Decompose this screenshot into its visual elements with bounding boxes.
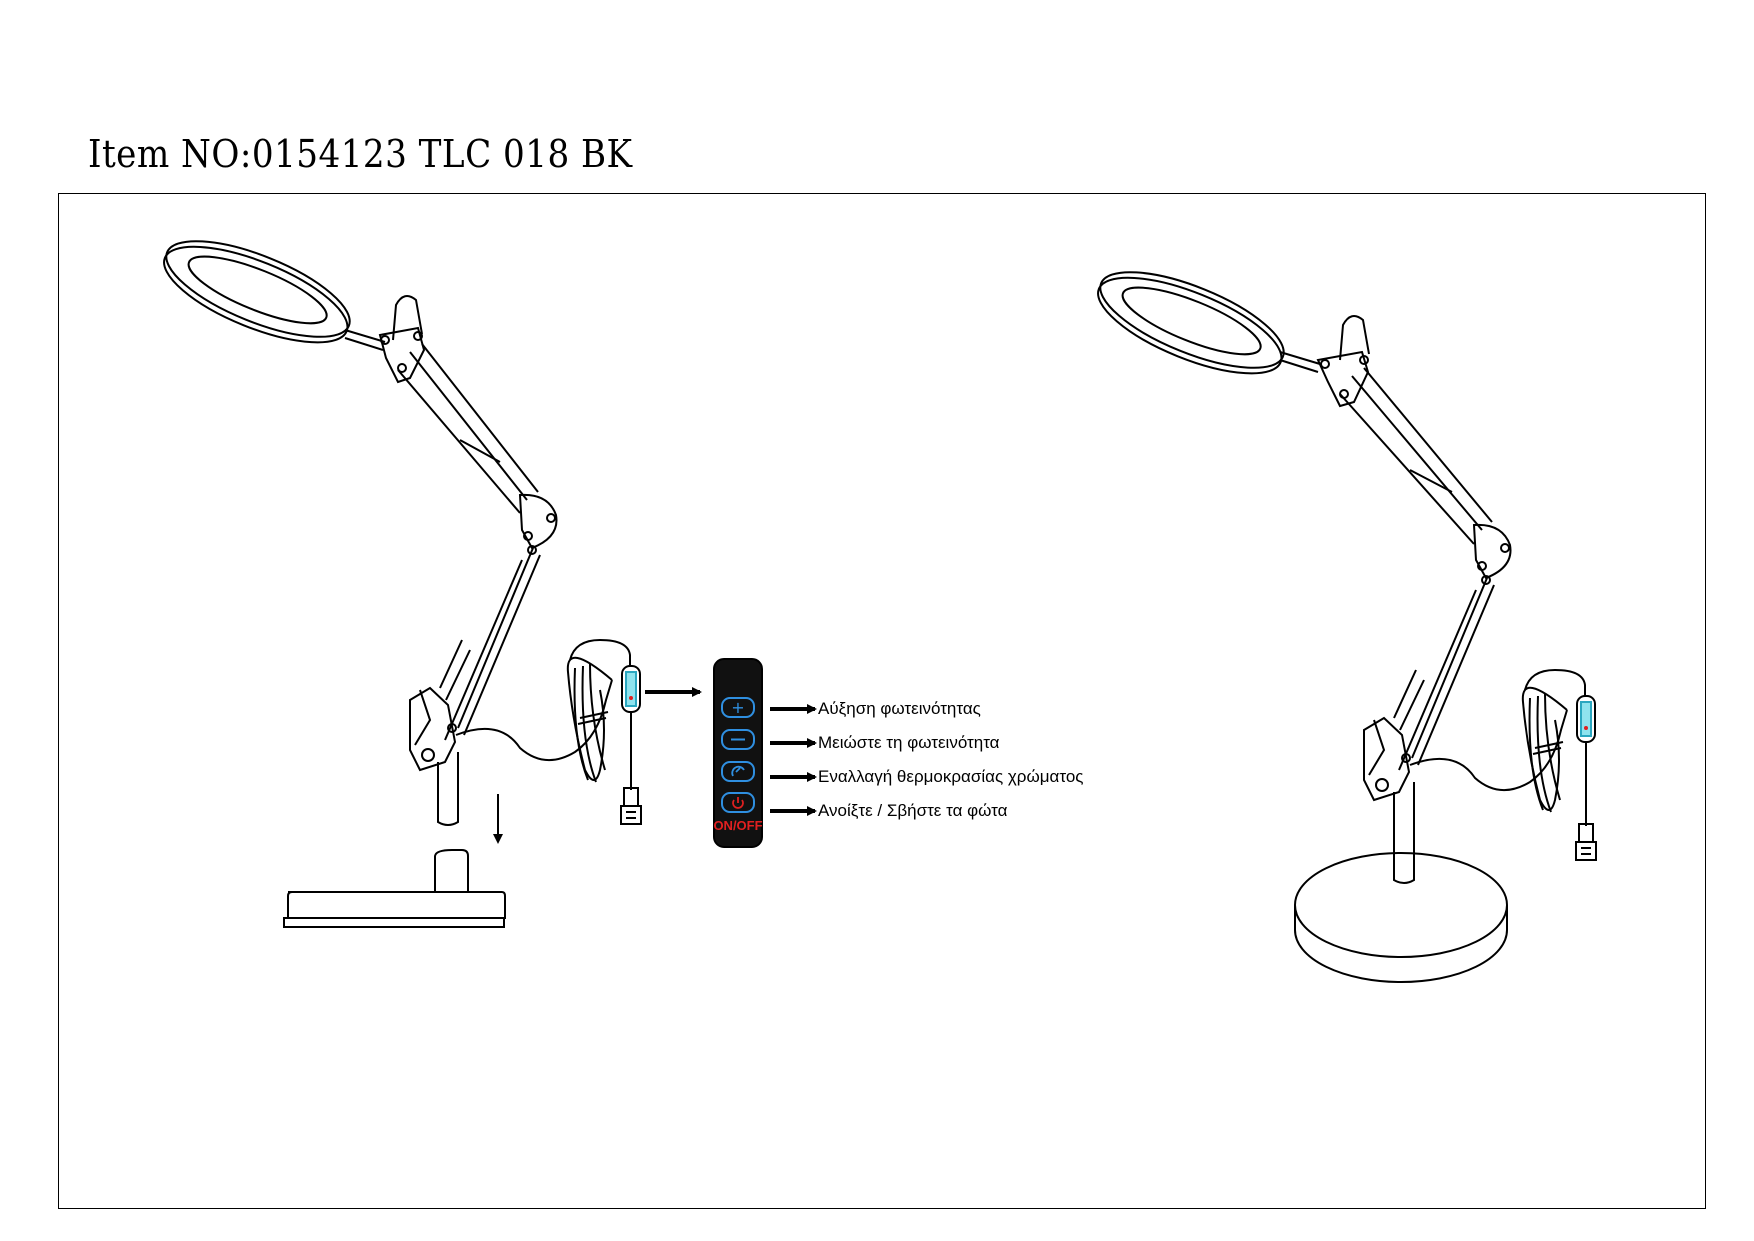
brightness-up-label: Αύξηση φωτεινότητας [818,699,981,718]
power-icon [721,792,755,813]
plus-icon: + [721,697,755,718]
item-number-title: Item NO:0154123 TLC 018 BK [88,132,633,176]
brightness-down-label: Μειώστε τη φωτεινότητα [818,733,1000,752]
svg-text:+: + [731,698,744,717]
minus-icon [721,729,755,750]
power-toggle-label: Ανοίξτε / Σβήστε τα φώτα [818,801,1008,820]
lamp-assembled [1097,271,1568,983]
touch-controller: + ON/OFF [713,658,763,848]
lamp-base-plate [283,849,506,928]
drawing-frame [58,193,1706,1209]
usb-cable-right [1521,668,1597,861]
callout-arrows [770,704,817,816]
color-temperature-label: Εναλλαγή θερμοκρασίας χρώματος [818,767,1084,786]
color-temperature-icon [721,761,755,782]
onoff-label: ON/OFF [713,818,762,833]
lamp-head-disassembled [163,240,613,826]
usb-cable-left [566,638,642,825]
